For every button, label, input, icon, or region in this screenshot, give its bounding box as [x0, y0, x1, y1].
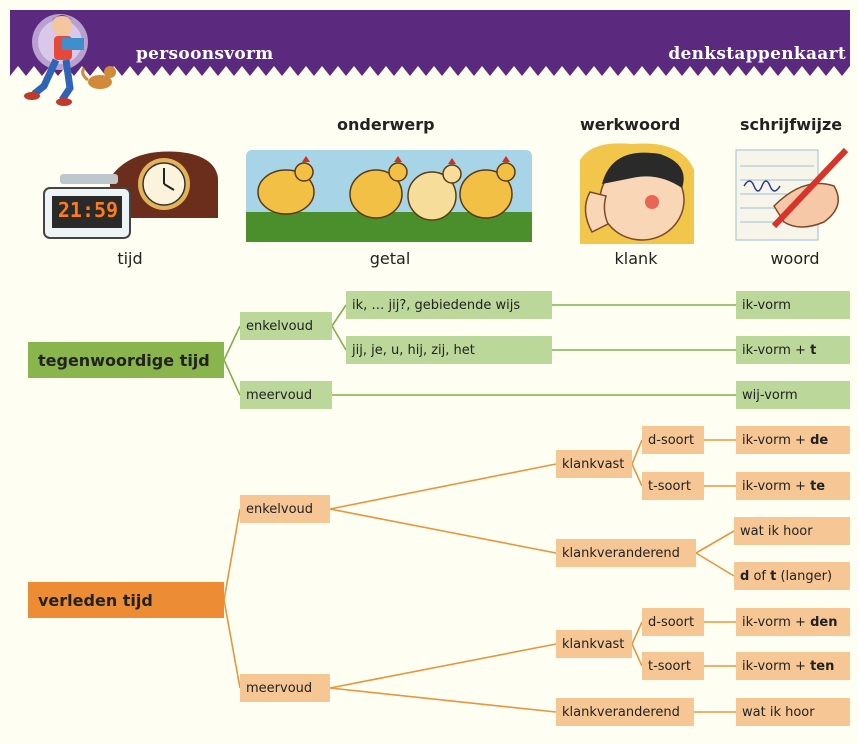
banner-title-left: persoonsvorm	[136, 44, 274, 64]
result-ik-vorm: ik-vorm	[736, 291, 850, 319]
node-past-enkelvoud: enkelvoud	[240, 495, 330, 523]
result-of-text: of	[749, 568, 771, 584]
result-ik-vorm-den-bold: den	[810, 614, 838, 630]
result-ik-vorm-t-text: ik-vorm +	[742, 342, 811, 358]
result-ik-vorm-ten-bold: ten	[810, 658, 835, 674]
header-schrijfwijze: schrijfwijze	[740, 115, 843, 134]
node-ev-d-soort: d-soort	[642, 426, 704, 454]
header-werkwoord: werkwoord	[580, 115, 681, 134]
node-past-meervoud: meervoud	[240, 674, 330, 702]
clock-display: 21:59	[57, 198, 119, 222]
banner-title-right: denkstappenkaart	[668, 44, 846, 64]
node-mv-klankveranderend: klankveranderend	[556, 698, 694, 726]
node-tegenwoordige-tijd: tegenwoordige tijd	[28, 342, 224, 378]
result-t-bold: t	[770, 568, 777, 584]
result-ik-vorm-t-bold: t	[810, 342, 817, 358]
result-ik-vorm-den: ik-vorm + den	[736, 608, 850, 636]
result-ik-vorm-den-text: ik-vorm +	[742, 614, 811, 630]
node-present-meervoud: meervoud	[240, 381, 332, 409]
result-d-of-t-langer: d of t (langer)	[734, 562, 850, 590]
result-ik-vorm-te-bold: te	[810, 478, 826, 494]
node-ev-klankveranderend: klankveranderend	[556, 539, 696, 567]
result-ik-vorm-de-text: ik-vorm +	[742, 432, 811, 448]
header-banner	[10, 10, 850, 76]
result-ik-vorm-ten-text: ik-vorm +	[742, 658, 811, 674]
result-d-bold: d	[740, 568, 750, 584]
clocks-illustration	[43, 151, 218, 239]
result-ik-vorm-de: ik-vorm + de	[736, 426, 850, 454]
caption-klank: klank	[614, 249, 658, 268]
result-ik-vorm-te-text: ik-vorm +	[742, 478, 811, 494]
node-subject-jij-je-u: jij, je, u, hij, zij, het	[346, 336, 552, 364]
listening-boy-illustration	[580, 143, 694, 244]
result-ik-vorm-t: ik-vorm + t	[736, 336, 850, 364]
writing-hand-illustration	[735, 147, 849, 241]
chickens-illustration	[246, 150, 532, 242]
node-subject-ik-jij: ik, … jij?, gebiedende wijs	[346, 291, 552, 319]
result-ik-vorm-ten: ik-vorm + ten	[736, 652, 850, 680]
node-ev-klankvast: klankvast	[556, 450, 632, 478]
caption-woord: woord	[770, 249, 820, 268]
mascot-illustration	[24, 14, 116, 106]
result-wat-ik-hoor-2: wat ik hoor	[736, 698, 850, 726]
result-wij-vorm: wij-vorm	[736, 381, 850, 409]
result-langer-text: (langer)	[776, 568, 833, 584]
result-ik-vorm-de-bold: de	[810, 432, 829, 448]
node-mv-t-soort: t-soort	[642, 652, 704, 680]
node-mv-klankvast: klankvast	[556, 630, 632, 658]
caption-getal: getal	[369, 249, 411, 268]
node-ev-t-soort: t-soort	[642, 472, 704, 500]
node-verleden-tijd: verleden tijd	[28, 582, 224, 618]
node-present-enkelvoud: enkelvoud	[240, 312, 332, 340]
result-ik-vorm-te: ik-vorm + te	[736, 472, 850, 500]
caption-tijd: tijd	[117, 249, 143, 268]
header-onderwerp: onderwerp	[337, 115, 435, 134]
result-wat-ik-hoor-1: wat ik hoor	[734, 517, 850, 545]
node-mv-d-soort: d-soort	[642, 608, 704, 636]
